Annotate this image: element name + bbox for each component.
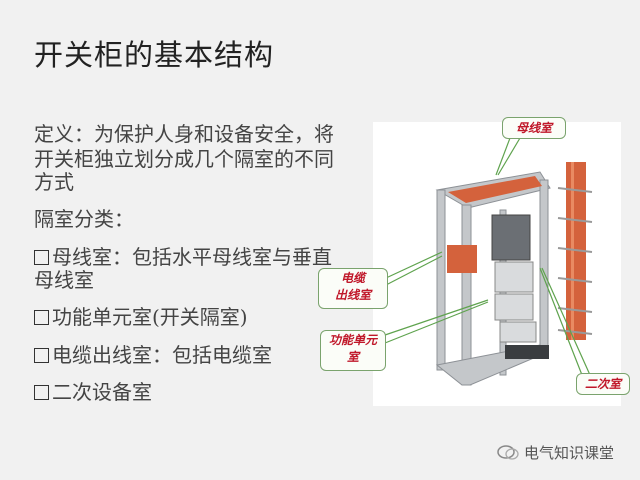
definition-line: 开关柜独立划分成几个隔室的不同 (34, 147, 334, 171)
bullet-text: 母线室：包括水平母线室与垂直 (52, 245, 332, 269)
bullet-text: 电缆出线室：包括电缆室 (52, 343, 272, 367)
classification-heading: 隔室分类： (34, 207, 134, 231)
bullet-item-function: 功能单元室(开关隔室) (34, 301, 248, 330)
horizontal-busbar (448, 176, 542, 203)
slide-title: 开关柜的基本结构 (34, 38, 275, 72)
checkbox-square-icon (34, 250, 49, 265)
bullet-text: 二次设备室 (52, 380, 152, 404)
checkbox-square-icon (34, 310, 49, 325)
checkbox-square-icon (34, 348, 49, 363)
callout-line: 出线室 (334, 288, 371, 302)
wechat-icon (497, 445, 519, 460)
callout-busbar: 母线室 (502, 117, 566, 139)
bullet-item-busbar-cont: 母线室 (34, 268, 94, 292)
bullet-text: 功能单元室(开关隔室) (52, 305, 248, 329)
definition-line: 定义：为保护人身和设备安全，将 (34, 122, 334, 146)
bullet-item-secondary: 二次设备室 (34, 376, 152, 405)
callout-line: 功能单元 (328, 333, 377, 347)
checkbox-square-icon (34, 385, 49, 400)
callout-secondary: 二次室 (576, 373, 630, 395)
callout-function: 功能单元室 (320, 330, 386, 371)
function-units (491, 214, 549, 359)
cable-busbar (447, 245, 477, 273)
leader-lines (384, 137, 591, 376)
bullet-item-cable: 电缆出线室：包括电缆室 (34, 339, 272, 368)
watermark-text: 电气知识课堂 (524, 444, 615, 462)
bullet-item-busbar: 母线室：包括水平母线室与垂直 (34, 241, 332, 270)
callout-line: 室 (346, 350, 359, 364)
vertical-busbar (557, 162, 593, 340)
callout-cable: 电缆出线室 (318, 268, 388, 309)
definition-line: 方式 (34, 170, 74, 194)
callout-line: 电缆 (340, 271, 365, 285)
